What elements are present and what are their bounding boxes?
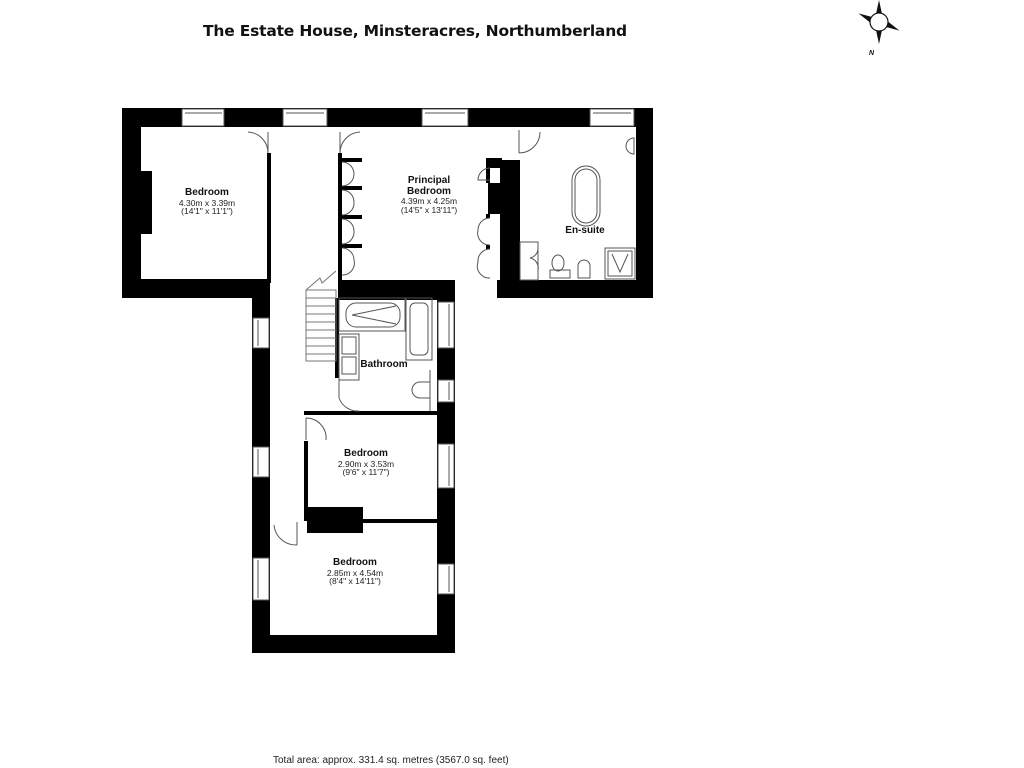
room-dimensions-metric: 2.90m x 3.53m xyxy=(337,458,395,469)
room-label-bedroom-1: Bedroom 4.30m x 3.39m (14'1" x 11'1") xyxy=(178,187,236,217)
en-suite-fixtures xyxy=(519,137,636,281)
room-name: Bedroom xyxy=(344,448,388,459)
wardrobes-left xyxy=(341,158,362,276)
room-dimensions-metric: 4.30m x 3.39m xyxy=(178,197,236,208)
room-name: Principal xyxy=(407,175,451,186)
room-dimensions-imperial: (8'4" x 14'11") xyxy=(329,576,381,587)
room-dimensions-metric: 4.39m x 4.25m xyxy=(400,196,458,206)
room-dimensions-imperial: (9'6" x 11'7") xyxy=(342,467,390,478)
room-name: En-suite xyxy=(565,225,605,236)
room-label-bedroom-3: Bedroom 2.85m x 4.54m (8'4" x 14'11") xyxy=(326,557,384,587)
room-dimensions-imperial: (14'5" x 13'11") xyxy=(400,204,458,215)
room-label-en-suite: En-suite xyxy=(565,225,605,237)
room-label-principal-bedroom: Principal Bedroom 4.39m x 4.25m (14'5" x… xyxy=(400,175,458,215)
room-name: Bedroom xyxy=(185,187,229,198)
total-area-note: Total area: approx. 331.4 sq. metres (35… xyxy=(273,755,509,766)
windows xyxy=(181,108,635,601)
compass-north-label: N xyxy=(869,50,875,57)
room-label-bedroom-2: Bedroom 2.90m x 3.53m (9'6" x 11'7") xyxy=(337,448,395,478)
room-name: Bedroom xyxy=(333,557,377,568)
page-title: The Estate House, Minsteracres, Northumb… xyxy=(203,22,627,40)
room-label-bathroom: Bathroom xyxy=(360,359,408,371)
room-dimensions-metric: 2.85m x 4.54m xyxy=(326,567,384,578)
doors xyxy=(247,130,541,546)
compass-rose-icon xyxy=(858,0,900,44)
room-dimensions-imperial: (14'1" x 11'1") xyxy=(181,206,233,217)
staircase xyxy=(305,270,337,362)
room-name-line2: Bedroom xyxy=(407,185,451,197)
bathroom-fixtures xyxy=(338,297,433,411)
room-name: Bathroom xyxy=(360,359,408,370)
wardrobes-right xyxy=(476,158,502,279)
corridor-opening xyxy=(455,281,497,297)
